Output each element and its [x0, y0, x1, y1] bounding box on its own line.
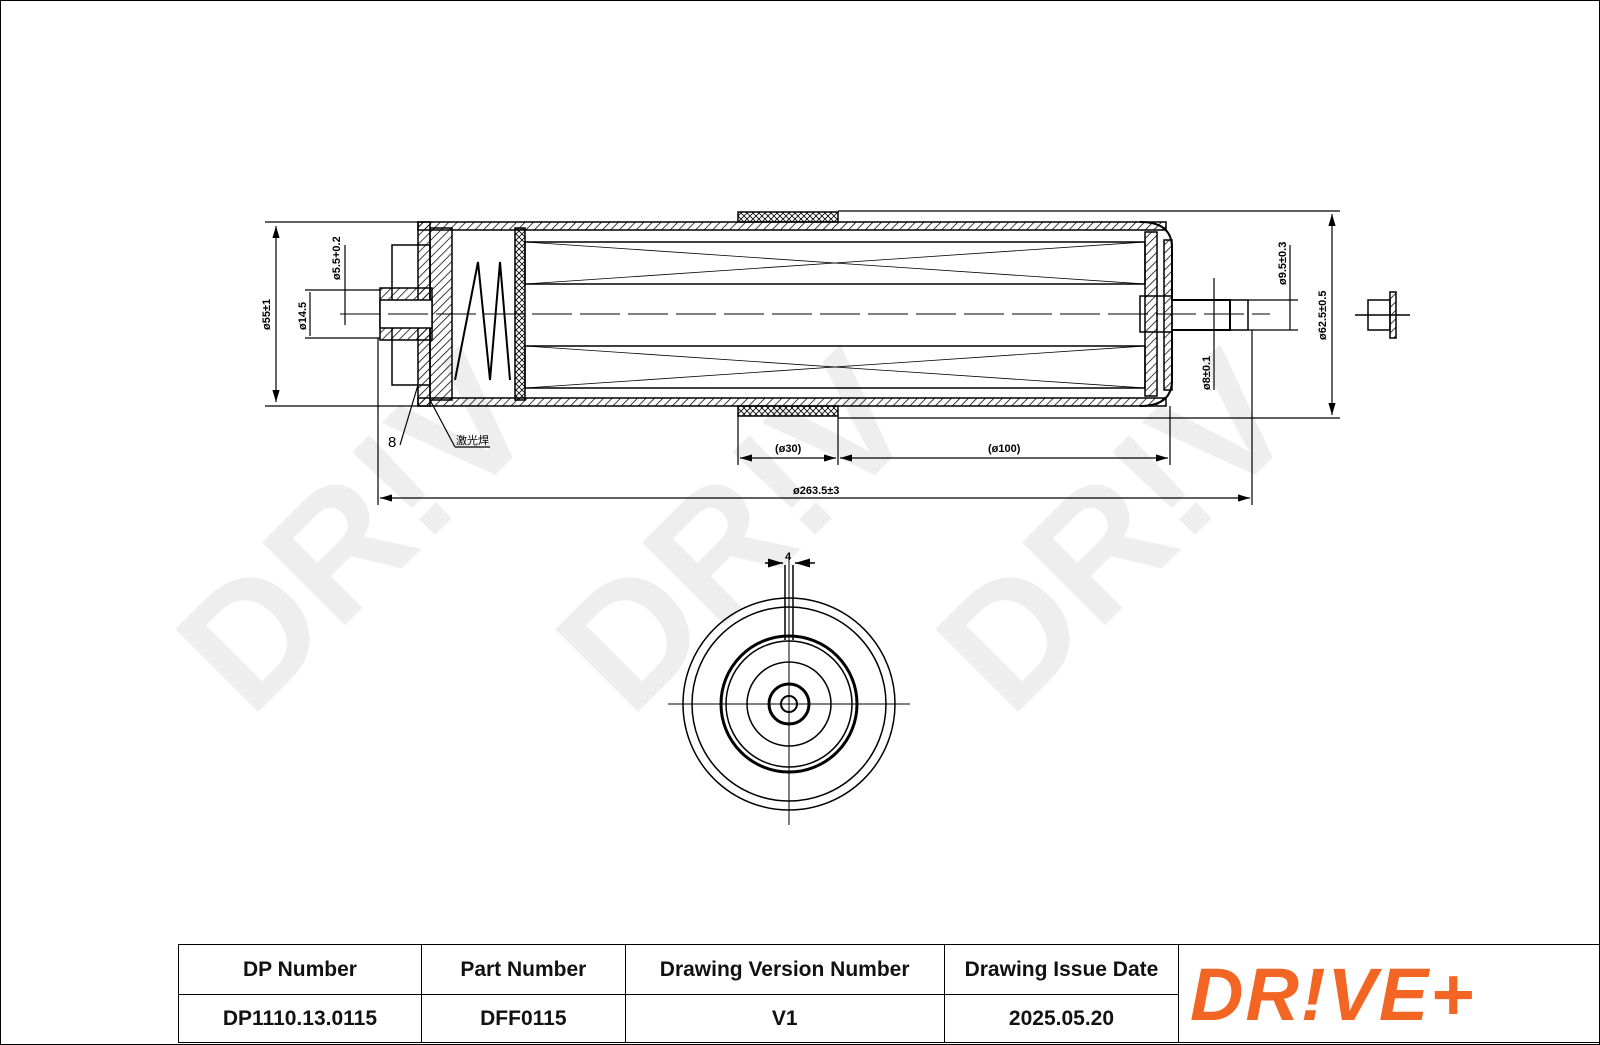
dim-outer-diameter: ø62.5±0.5: [1317, 291, 1329, 340]
dim-inlet-hole: ø5.5+0.2: [331, 236, 343, 280]
dim-weld-note: 激光焊: [456, 433, 489, 447]
dim-band-offset: (ø100): [988, 443, 1021, 455]
dim-total-length: ø263.5±3: [793, 485, 839, 497]
svg-text:DR!V: DR!V: [142, 318, 570, 746]
header-version: Drawing Version Number: [624, 944, 945, 995]
side-view: [340, 211, 1410, 417]
dimension-lines: [265, 210, 1340, 505]
dim-outlet-inner: ø8±0.1: [1201, 356, 1213, 390]
drive-logo: DR!VE+: [1190, 953, 1476, 1036]
dimension-labels: ø55±1 ø5.5+0.2 ø14.5 8 激光焊 ø9.5±0.3 ø62.…: [261, 236, 1329, 563]
title-block: DP Number Part Number Drawing Version Nu…: [178, 944, 1600, 1043]
value-dp-number: DP1110.13.0115: [178, 994, 422, 1043]
header-part-number: Part Number: [420, 944, 626, 995]
header-dp-number: DP Number: [178, 944, 422, 995]
value-part-number: DFF0115: [420, 994, 626, 1043]
value-version: V1: [624, 994, 945, 1043]
end-view: [668, 555, 910, 825]
svg-text:DR!V: DR!V: [902, 318, 1330, 746]
dim-outlet-diameter: ø9.5±0.3: [1277, 242, 1289, 285]
dim-inlet-diameter: ø14.5: [297, 302, 309, 330]
dim-item-number: 8: [388, 434, 396, 451]
value-issue-date: 2025.05.20: [943, 994, 1180, 1043]
svg-text:DR!V: DR!V: [522, 318, 950, 746]
dim-body-diameter: ø55±1: [261, 299, 273, 330]
logo-cell: [1178, 944, 1600, 1043]
header-issue-date: Drawing Issue Date: [943, 944, 1180, 995]
dim-band-width: (ø30): [775, 443, 802, 455]
